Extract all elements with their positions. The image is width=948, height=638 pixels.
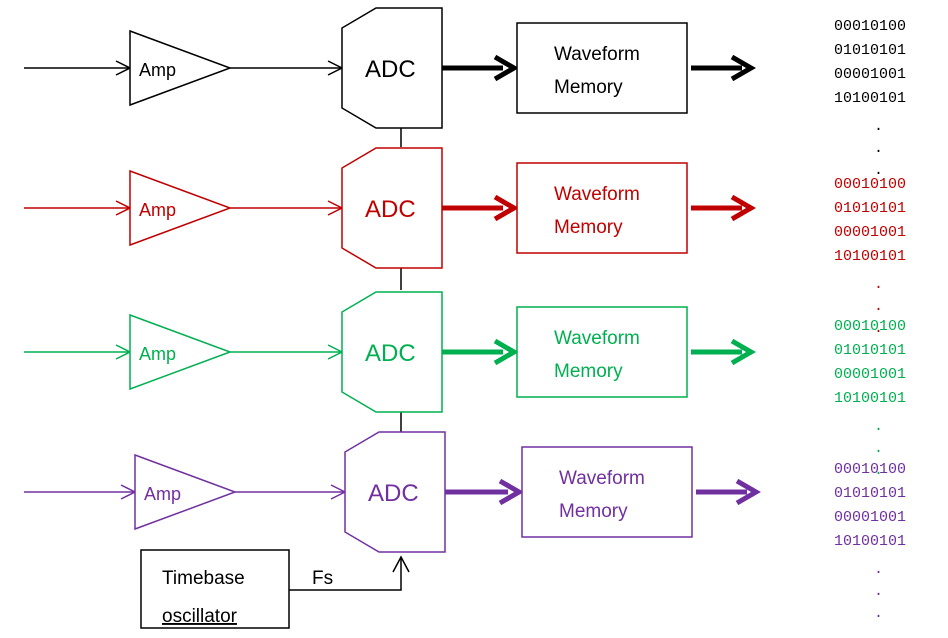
memory-label-line2: Memory [554,361,623,382]
memory-label-line2: Memory [559,501,628,522]
ellipsis-dot: . [874,276,883,293]
ellipsis-dot: . [874,140,883,157]
bit-row: 00001001 [834,66,906,83]
bit-row: 01010101 [834,200,906,217]
ellipsis-dot: . [874,118,883,135]
ellipsis-dot: . [874,561,883,578]
memory-input-arrowhead [493,54,519,82]
memory-label-line1: Waveform [554,44,640,65]
adc-block [344,431,446,553]
bit-row: 01010101 [834,42,906,59]
ellipsis-dot: . [874,605,883,622]
adc-block [341,147,443,269]
amplifier-triangle [129,313,233,391]
amp-label: Amp [139,200,176,220]
bit-row: 01010101 [834,485,906,502]
waveform-memory-box [516,22,688,114]
timebase-oscillator: Timebase oscillator Fs [140,549,410,629]
memory-output-arrowhead [730,338,756,366]
adc-label: ADC [365,340,416,367]
amplifier-triangle [129,169,233,247]
waveform-memory-box [521,446,693,538]
clock-line [289,557,402,591]
bit-row: 00010100 [834,18,906,35]
adc-label: ADC [365,196,416,223]
memory-label-line1: Waveform [554,328,640,349]
timebase-box [140,549,290,629]
memory-output-arrowhead [730,194,756,222]
ellipsis-dot: . [874,462,883,479]
waveform-memory-box [516,306,688,398]
memory-label-line2: Memory [554,77,623,98]
bit-row: 10100101 [834,533,906,550]
clock-label: Fs [312,568,333,589]
memory-input-arrowhead [493,194,519,222]
adc-label: ADC [368,480,419,507]
adc-label: ADC [365,56,416,83]
ellipsis-dot: . [874,418,883,435]
bit-row: 00001001 [834,366,906,383]
ellipsis-dot: . [874,320,883,337]
bit-row: 10100101 [834,248,906,265]
amp-label: Amp [139,60,176,80]
memory-label-line1: Waveform [559,468,645,489]
memory-label-line1: Waveform [554,184,640,205]
amp-label: Amp [144,484,181,504]
memory-label-line2: Memory [554,217,623,238]
ellipsis-dot: . [874,298,883,315]
bit-row: 00001001 [834,509,906,526]
ellipsis-dot: . [874,440,883,457]
bit-row: 00001001 [834,224,906,241]
memory-input-arrowhead [498,478,524,506]
memory-input-arrowhead [493,338,519,366]
amplifier-triangle [134,453,238,531]
timebase-label-line1: Timebase [162,568,245,589]
bit-row: 00010100 [834,461,906,478]
ellipsis-dot: . [874,162,883,179]
memory-output-arrowhead [735,478,761,506]
timebase-label-line2: oscillator [162,606,238,627]
bit-row: 00010100 [834,318,906,335]
bit-row: 10100101 [834,390,906,407]
waveform-memory-box [516,162,688,254]
adc-block [341,7,443,129]
memory-output-arrowhead [730,54,756,82]
bit-row: 00010100 [834,176,906,193]
amp-label: Amp [139,344,176,364]
bit-row: 10100101 [834,90,906,107]
ellipsis-dot: . [874,583,883,600]
adc-block [341,291,443,413]
bit-row: 01010101 [834,342,906,359]
amplifier-triangle [129,29,233,107]
clock-arrowhead [392,555,410,573]
